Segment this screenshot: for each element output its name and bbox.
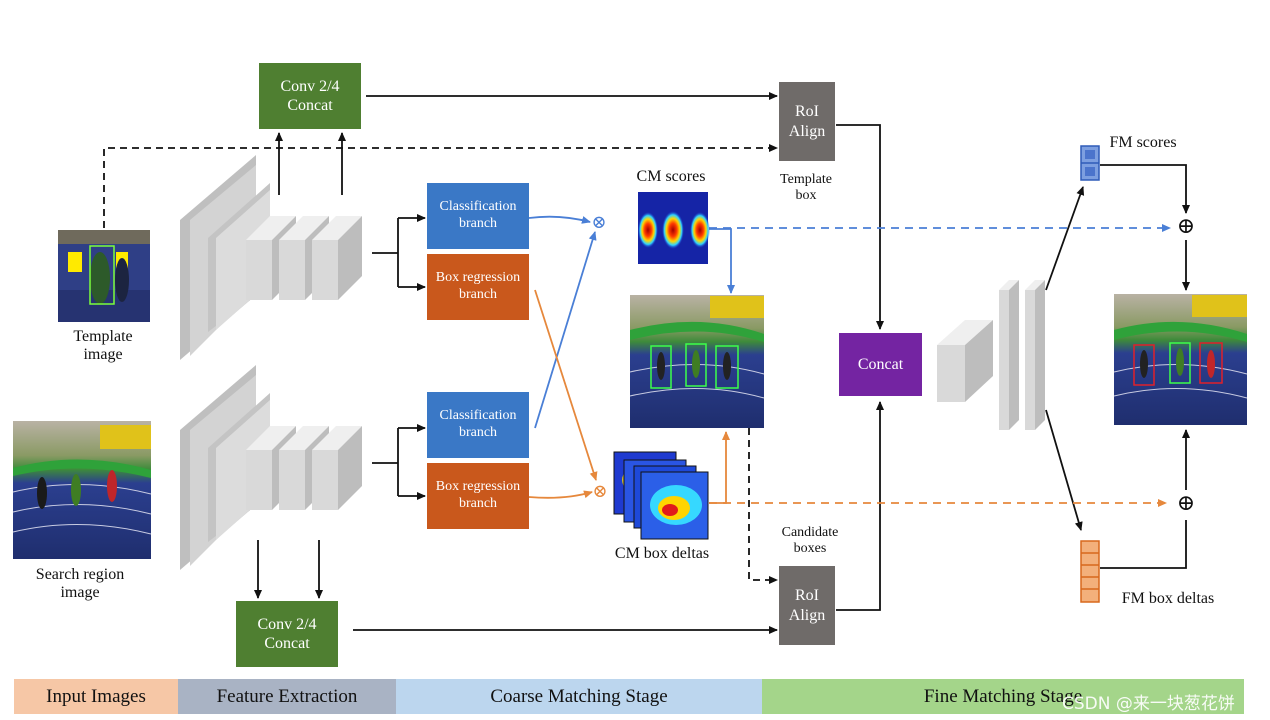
fm-scores-bar [1080,145,1100,181]
backbone-bottom [180,365,362,570]
stage-label: Coarse Matching Stage [490,685,668,707]
stage-feature-extraction: Feature Extraction [178,679,396,714]
stage-input-images: Input Images [14,679,178,714]
add-symbol-bottom: ⊕ [1176,490,1196,515]
fine-backbone [937,280,1045,430]
multiply-symbol-bottom: ⊗ [592,481,608,501]
cm-scores-label: CM scores [636,168,706,185]
roi-align-bottom: RoI Align [779,566,835,645]
concat-box: Concat [839,333,922,396]
roi-align-top: RoI Align [779,82,835,161]
candidate-boxes-label: Candidate boxes [781,525,839,557]
stage-label: Feature Extraction [216,685,358,707]
classification-branch-top: Classification branch [427,183,529,249]
coarse-detection-image [629,295,765,428]
conv-concat-top: Conv 2/4 Concat [259,63,361,129]
cm-box-deltas-label: CM box deltas [614,545,710,562]
template-image [58,230,150,322]
search-region-image-label: Search region image [35,566,125,602]
box-regression-branch-top: Box regression branch [427,254,529,320]
fm-box-deltas-label: FM box deltas [1121,590,1215,607]
template-image-label: Template image [73,328,133,364]
classification-branch-bottom: Classification branch [427,392,529,458]
watermark: CSDN @来一块葱花饼 [1062,694,1235,714]
stage-fine-matching: Fine Matching Stage [762,679,1244,714]
search-region-image [12,421,152,559]
conv-concat-bottom: Conv 2/4 Concat [236,601,338,667]
fm-scores-label: FM scores [1109,134,1177,151]
stage-coarse-matching: Coarse Matching Stage [396,679,762,714]
stage-label: Input Images [46,685,146,707]
fine-detection-image [1113,294,1248,425]
template-box-label: Template box [780,172,832,204]
backbone-top [180,155,362,360]
add-symbol-top: ⊕ [1176,213,1196,238]
cm-box-deltas-heatmaps [613,451,709,540]
fm-box-deltas-bar [1080,540,1100,603]
cm-scores-heatmap [638,192,710,264]
multiply-symbol-top: ⊗ [591,212,607,232]
stage-label: Fine Matching Stage [923,685,1083,707]
box-regression-branch-bottom: Box regression branch [427,463,529,529]
